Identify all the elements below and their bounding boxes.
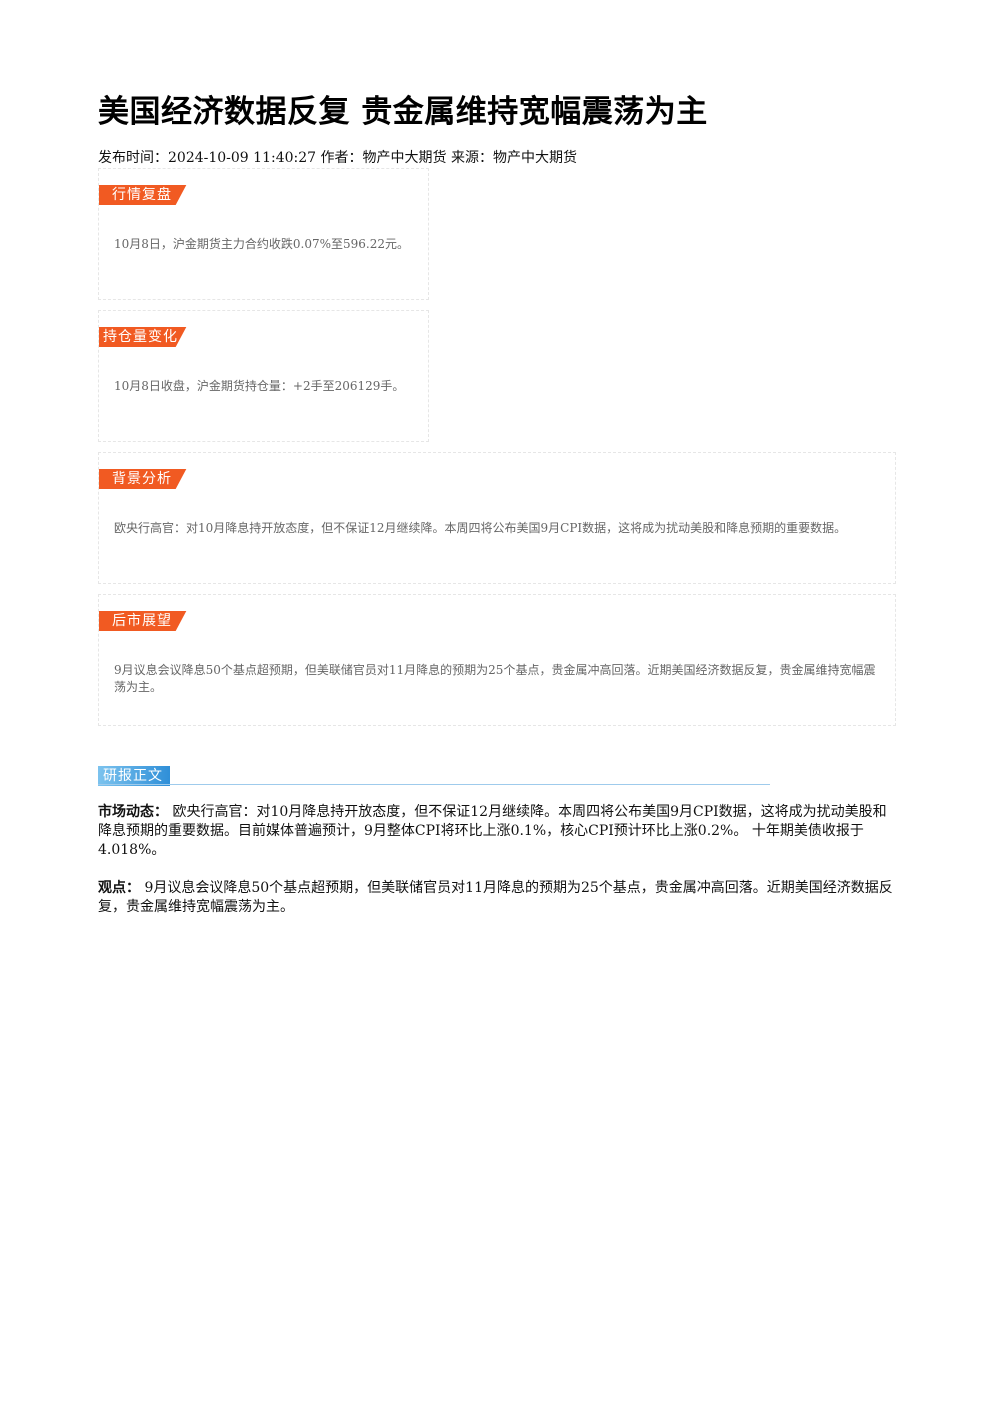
paragraph-text: 欧央行高官：对10月降息持开放态度，但不保证12月继续降。本周四将公布美国9月C… (98, 804, 887, 858)
tag-background (99, 327, 187, 347)
section-open-interest: 持仓量变化 10月8日收盘，沪金期货持仓量：+2手至206129手。 (98, 310, 429, 442)
paragraph-text: 9月议息会议降息50个基点超预期，但美联储官员对11月降息的预期为25个基点，贵… (98, 880, 893, 915)
paragraph-label: 市场动态： (98, 804, 168, 820)
section-tag-label: 后市展望 (112, 613, 172, 629)
publish-meta: 发布时间：2024-10-09 11:40:27 作者：物产中大期货 来源：物产… (98, 150, 577, 166)
report-paragraph: 市场动态： 欧央行高官：对10月降息持开放态度，但不保证12月继续降。本周四将公… (98, 803, 898, 860)
report-paragraph: 观点： 9月议息会议降息50个基点超预期，但美联储官员对11月降息的预期为25个… (98, 879, 898, 917)
section-tag: 持仓量变化 (99, 327, 192, 347)
section-tag: 行情复盘 (99, 185, 192, 205)
paragraph-label: 观点： (98, 880, 140, 896)
section-market-review: 行情复盘 10月8日，沪金期货主力合约收跌0.07%至596.22元。 (98, 168, 429, 300)
tag-background (99, 611, 187, 631)
section-text: 10月8日收盘，沪金期货持仓量：+2手至206129手。 (114, 379, 405, 393)
section-text: 欧央行高官：对10月降息持开放态度，但不保证12月继续降。本周四将公布美国9月C… (114, 521, 847, 535)
section-outlook: 后市展望 9月议息会议降息50个基点超预期，但美联储官员对11月降息的预期为25… (98, 594, 896, 726)
section-tag-label: 持仓量变化 (103, 329, 178, 345)
section-background-analysis: 背景分析 欧央行高官：对10月降息持开放态度，但不保证12月继续降。本周四将公布… (98, 452, 896, 584)
report-tag: 研报正文 (98, 766, 170, 786)
section-tag: 背景分析 (99, 469, 192, 489)
section-tag: 后市展望 (99, 611, 192, 631)
page-title: 美国经济数据反复 贵金属维持宽幅震荡为主 (98, 94, 708, 130)
section-text: 10月8日，沪金期货主力合约收跌0.07%至596.22元。 (114, 237, 410, 251)
tag-background (99, 185, 187, 205)
report-divider (98, 784, 770, 785)
report-tag-label: 研报正文 (103, 768, 163, 784)
section-tag-label: 背景分析 (112, 471, 172, 487)
section-tag-label: 行情复盘 (112, 187, 172, 203)
section-text: 9月议息会议降息50个基点超预期，但美联储官员对11月降息的预期为25个基点，贵… (114, 663, 876, 694)
tag-background (99, 469, 187, 489)
report-heading: 研报正文 (98, 766, 770, 788)
